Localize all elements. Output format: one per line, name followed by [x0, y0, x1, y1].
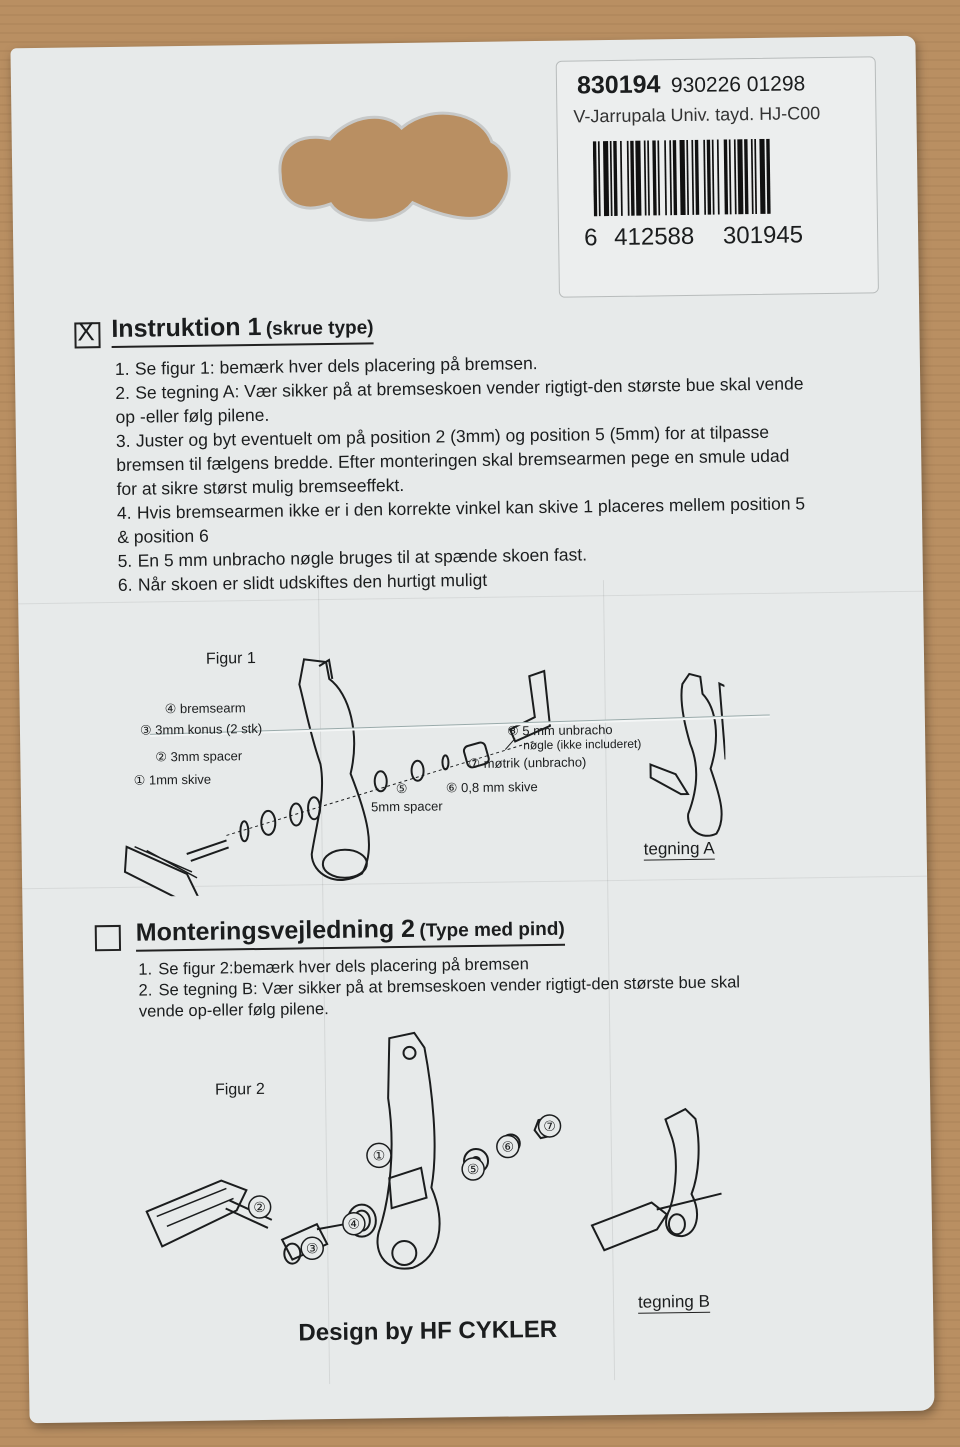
barcode-bar: [652, 140, 657, 216]
instruction-step: 3.Juster og byt eventuelt om på position…: [116, 419, 807, 501]
step-number: 6.: [117, 574, 133, 595]
barcode-bar: [759, 138, 766, 214]
callout-1: ①: [373, 1148, 386, 1164]
barcode-bar: [723, 139, 729, 215]
barcode: [592, 138, 771, 217]
step-number: 1.: [114, 358, 130, 379]
barcode-bar: [664, 140, 667, 216]
step-number: 5.: [117, 550, 133, 571]
barcode-bar: [728, 139, 732, 215]
article-number: 830194: [576, 70, 661, 100]
instruction2-checkbox: [94, 924, 122, 952]
barcode-bar: [703, 139, 707, 215]
barcode-bar: [619, 140, 623, 216]
barcode-bar: [691, 139, 695, 215]
barcode-bar: [602, 141, 610, 217]
callout-3: ③: [306, 1241, 319, 1257]
barcode-bar: [630, 140, 635, 216]
barcode-bar: [737, 139, 744, 215]
tegning-b-label: tegning B: [637, 1291, 711, 1314]
label-skive: ⑥ 0,8 mm skive: [445, 779, 538, 796]
barcode-bar: [669, 140, 673, 216]
barcode-bar: [694, 139, 700, 215]
callout-5: ⑤: [467, 1162, 480, 1178]
product-description: V-Jarrupala Univ. tayd. HJ-C00: [573, 103, 821, 127]
barcode-bar: [711, 139, 715, 215]
instruction1-heading: Instruktion 1 (skrue type): [111, 311, 374, 349]
packaging-card: 830194 930226 01298 V-Jarrupala Univ. ta…: [10, 35, 935, 1424]
instruction2-heading: Monteringsvejledning 2 (Type med pind): [135, 912, 565, 952]
step-number: 3.: [115, 430, 131, 451]
check-mark: X: [77, 316, 95, 347]
barcode-bar: [744, 139, 749, 215]
barcode-bar: [643, 140, 647, 216]
callout-4: ④: [348, 1217, 361, 1233]
label-noegle-note: nøgle (ikke includeret): [523, 736, 642, 753]
instruction1-checkbox: X: [74, 316, 101, 349]
barcode-bar: [626, 140, 630, 216]
step-text: Når skoen er slidt udskiftes den hurtigt…: [137, 569, 488, 595]
step-text: Se tegning B: Vær sikker på at bremsesko…: [138, 973, 741, 1021]
instruction-step: 2.Se tegning B: Vær sikker på at bremses…: [138, 972, 779, 1023]
step-number: 2.: [138, 981, 153, 1000]
barcode-bar: [706, 139, 712, 215]
barcode-bar: [679, 139, 686, 216]
barcode-bar: [754, 138, 758, 215]
barcode-bar: [672, 140, 678, 216]
barcode-bar: [750, 139, 754, 215]
barcode-bar: [686, 139, 690, 215]
step-number: 1.: [138, 960, 153, 979]
barcode-bar: [766, 138, 771, 214]
callout-7: ⑦: [543, 1119, 556, 1135]
article-extra: 930226 01298: [670, 72, 806, 98]
step-text: Se figur 1: bemærk hver dels placering p…: [134, 353, 538, 379]
label-konus: ③ 3mm konus (2 stk): [139, 720, 263, 738]
label-3mm-spacer: ② 3mm spacer: [155, 748, 243, 765]
barcode-bar: [716, 139, 720, 215]
step-text: Juster og byt eventuelt om på position 2…: [116, 421, 790, 499]
label-5mm-spacer-num: ⑤: [395, 780, 408, 797]
barcode-label: 830194 930226 01298 V-Jarrupala Univ. ta…: [555, 56, 879, 298]
figure1-exploded-drawing: [123, 658, 728, 898]
step-text: Se figur 2:bemærk hver dels placering på…: [158, 955, 529, 979]
step-text: Hvis bremsearmen ikke er i den korrekte …: [117, 493, 806, 547]
barcode-bar: [592, 141, 598, 217]
step-number: 2.: [115, 382, 131, 403]
label-1mm-skive: ① 1mm skive: [133, 771, 212, 788]
step-text: Se tegning A: Vær sikker på at bremsesko…: [115, 373, 804, 427]
step-number: 4.: [116, 502, 132, 523]
callout-2: ②: [253, 1200, 266, 1216]
instruction1-steps: 1.Se figur 1: bemærk hver dels placering…: [115, 347, 808, 597]
barcode-bar: [609, 141, 613, 217]
barcode-bar: [635, 140, 642, 216]
label-5mm-spacer: 5mm spacer: [370, 798, 443, 815]
callout-6: ⑥: [501, 1139, 514, 1155]
figure2-exploded-drawing: ① ② ③ ④ ⑤ ⑥ ⑦: [145, 1031, 722, 1270]
brand-footer: Design by HF CYKLER: [298, 1315, 558, 1347]
instruction2-steps: 1. Se figur 2:bemærk hver dels placering …: [138, 951, 779, 1023]
ean-number: 6 412588 301945: [583, 221, 804, 252]
barcode-bar: [597, 141, 601, 217]
label-motrik: ⑦ møtrik (unbracho): [468, 754, 587, 772]
barcode-bar: [613, 140, 618, 216]
label-bremsearm: ④ bremsearm: [164, 700, 246, 717]
barcode-bar: [733, 139, 737, 215]
tegning-a-label: tegning A: [643, 838, 715, 861]
barcode-bar: [657, 140, 661, 216]
barcode-bar: [647, 140, 650, 216]
